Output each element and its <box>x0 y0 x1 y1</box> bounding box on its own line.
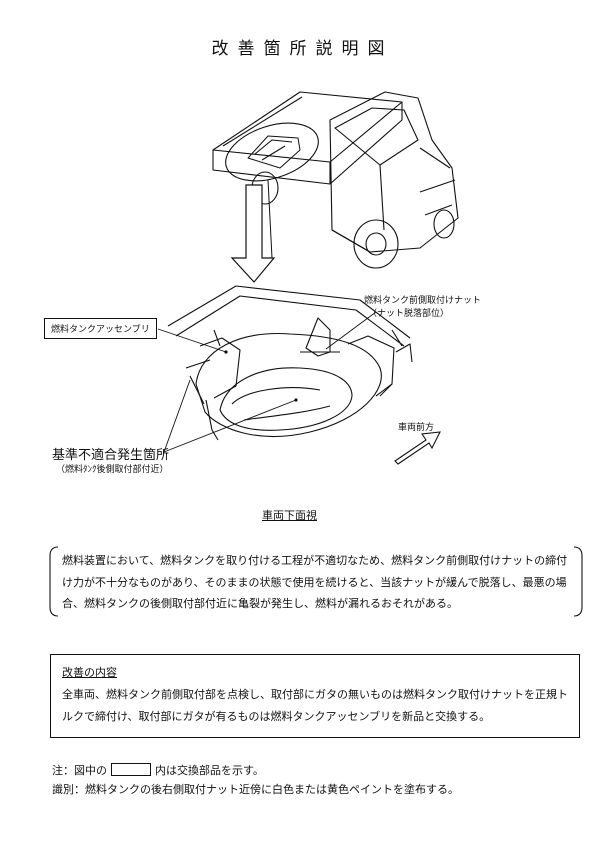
note-line: 注：図中の 内は交換部品を示す。 <box>52 762 264 778</box>
arrow-down-icon <box>230 184 276 283</box>
note-prefix: 注：図中の <box>52 764 107 777</box>
truck-cab <box>329 91 459 253</box>
front-nut-sub-label: （ナット脱落部位） <box>368 309 450 319</box>
diagram-illustration <box>157 91 459 465</box>
problem-description: 燃料装置において、燃料タンクを取り付ける工程が不適切なため、燃料タンク前側取付け… <box>62 554 568 610</box>
improvement-body: 全車両、燃料タンク前側取付部を点検し、取付部にガタの無いものは燃料タンク取付けナ… <box>62 688 568 723</box>
fuel-tank-assembly-label: 燃料タンクアッセンブリ <box>44 318 157 339</box>
underside-view-drawing <box>167 285 413 441</box>
improvement-heading: 改善の内容 <box>62 666 117 679</box>
replacement-part-swatch <box>111 763 151 776</box>
highlight-ellipse <box>225 122 319 182</box>
nonconformity-sub-label: （燃料ﾀﾝｸ後側取付部付近） <box>56 465 169 475</box>
vehicle-front-arrow-icon <box>394 431 441 465</box>
underside-view-caption: 車両下面視 <box>262 509 317 522</box>
identification-note: 識別：燃料タンクの後右側取付ナット近傍に白色または黄色ペイントを塗布する。 <box>52 783 459 796</box>
page-title: 改善箇所説明図 <box>211 39 394 59</box>
improvement-box <box>50 654 580 738</box>
note-suffix: 内は交換部品を示す。 <box>155 764 264 777</box>
vehicle-front-label: 車両前方 <box>398 423 435 433</box>
front-nut-label: 燃料タンク前側取付けナット <box>364 296 482 306</box>
nonconformity-label: 基準不適合発生箇所 <box>52 448 170 463</box>
